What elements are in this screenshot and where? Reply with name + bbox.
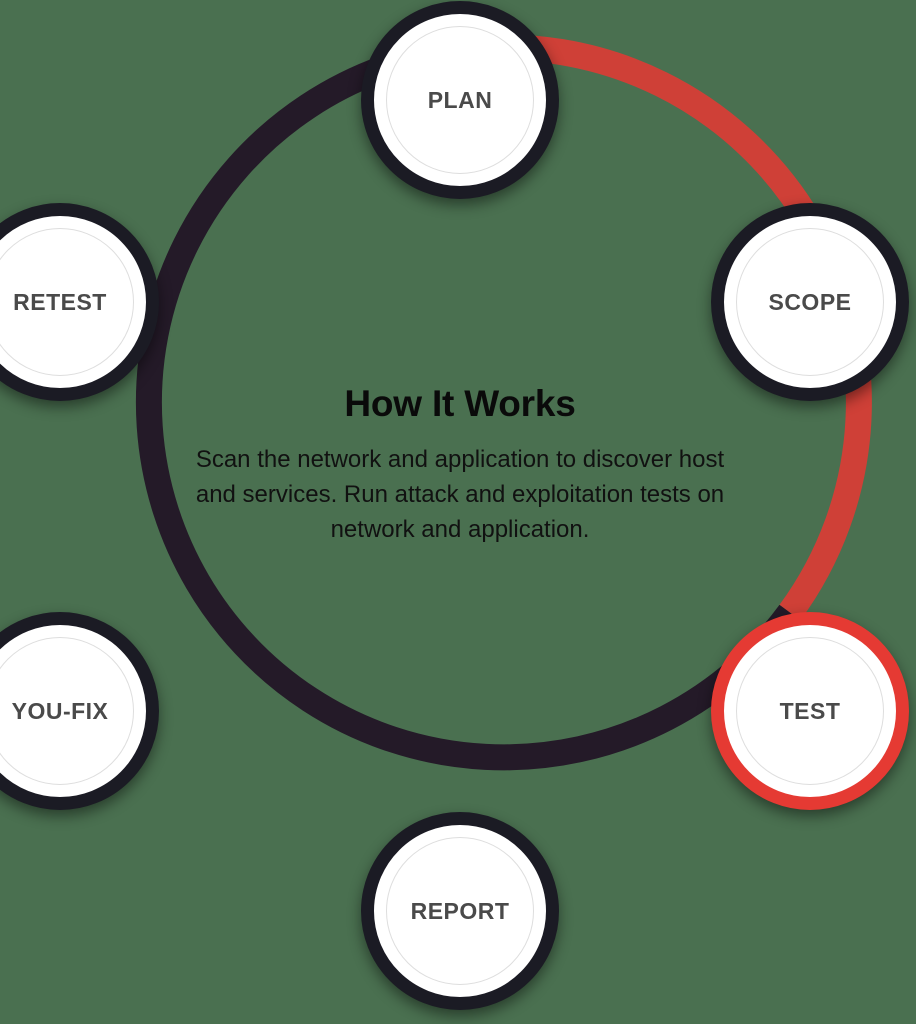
cycle-node-label: RETEST <box>13 288 107 315</box>
cycle-node-plan[interactable]: PLAN <box>361 1 559 199</box>
cycle-node-report[interactable]: REPORT <box>361 812 559 1010</box>
arc-dark-segment <box>135 37 801 771</box>
cycle-node-test[interactable]: TEST <box>711 612 909 810</box>
cycle-node-label: TEST <box>779 697 841 724</box>
cycle-node-label: YOU-FIX <box>11 697 109 724</box>
cycle-node-label: SCOPE <box>768 288 852 315</box>
description-text: Scan the network and application to disc… <box>195 446 725 543</box>
cycle-node-label: PLAN <box>427 86 493 113</box>
center-text-block: How It Works Scan the network and applic… <box>180 383 740 547</box>
cycle-node-label: REPORT <box>410 897 510 924</box>
page-title: How It Works <box>344 383 576 424</box>
cycle-node-scope[interactable]: SCOPE <box>711 203 909 401</box>
